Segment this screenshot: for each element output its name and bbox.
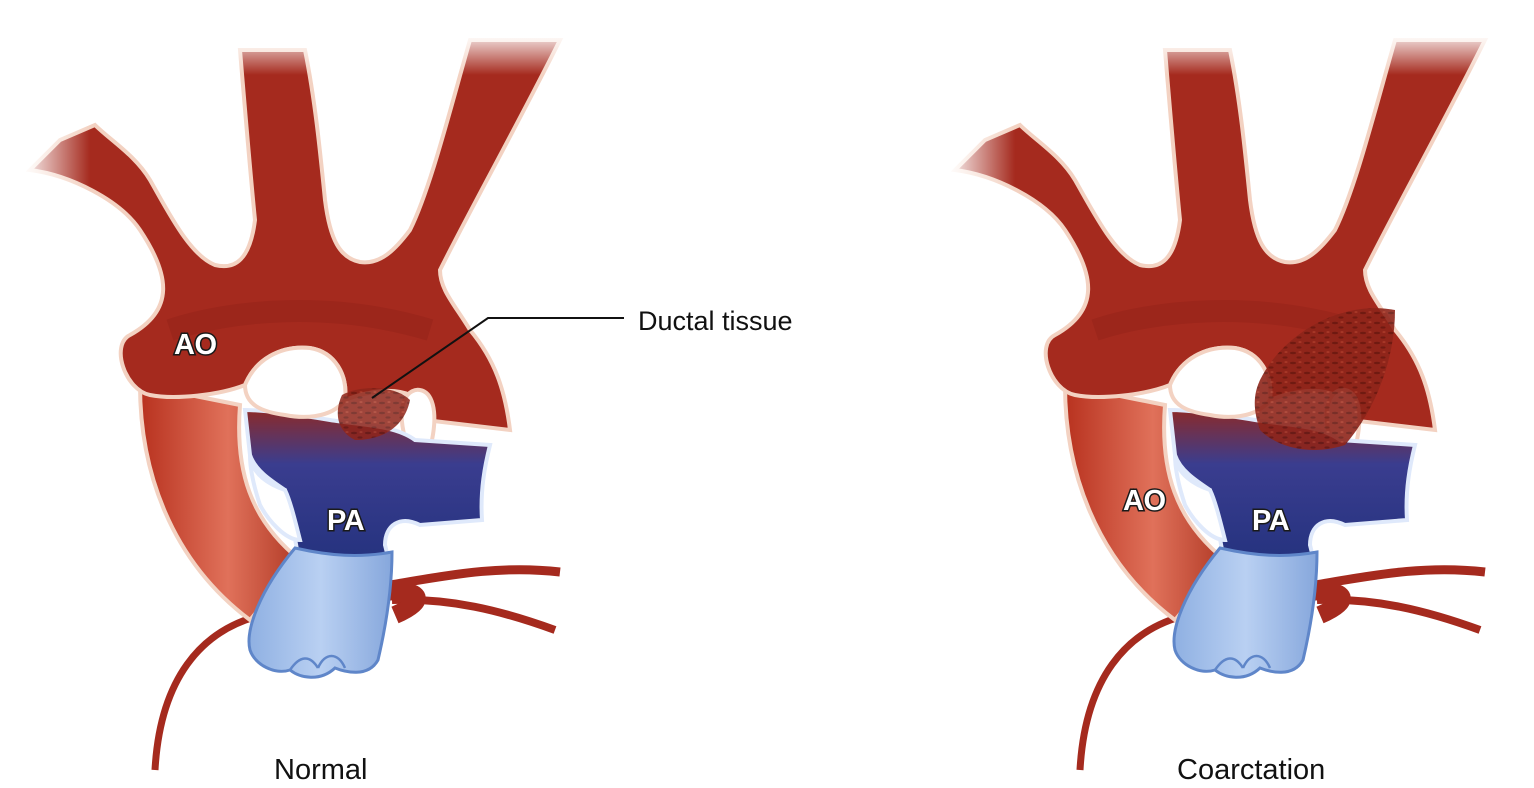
normal-ao-label: AO	[174, 329, 217, 361]
normal-heart-vessels	[20, 30, 580, 770]
normal-caption: Normal	[274, 754, 367, 786]
ductal-tissue-leader-line	[371, 317, 624, 399]
coarctation-ao-label: AO	[1123, 485, 1166, 517]
normal-panel: AO PA Normal Ductal tissue	[20, 30, 793, 786]
coarctation-pa-label: PA	[1252, 505, 1290, 537]
ductal-tissue-label: Ductal tissue	[638, 306, 793, 336]
normal-pa-label: PA	[327, 505, 365, 537]
coarctation-heart-vessels	[945, 30, 1505, 770]
normal-ductal-tissue	[337, 388, 410, 440]
coarctation-panel: AO PA Coarctation	[945, 30, 1505, 786]
coarctation-ductal-tissue	[1254, 308, 1395, 450]
coarctation-caption: Coarctation	[1177, 754, 1325, 786]
